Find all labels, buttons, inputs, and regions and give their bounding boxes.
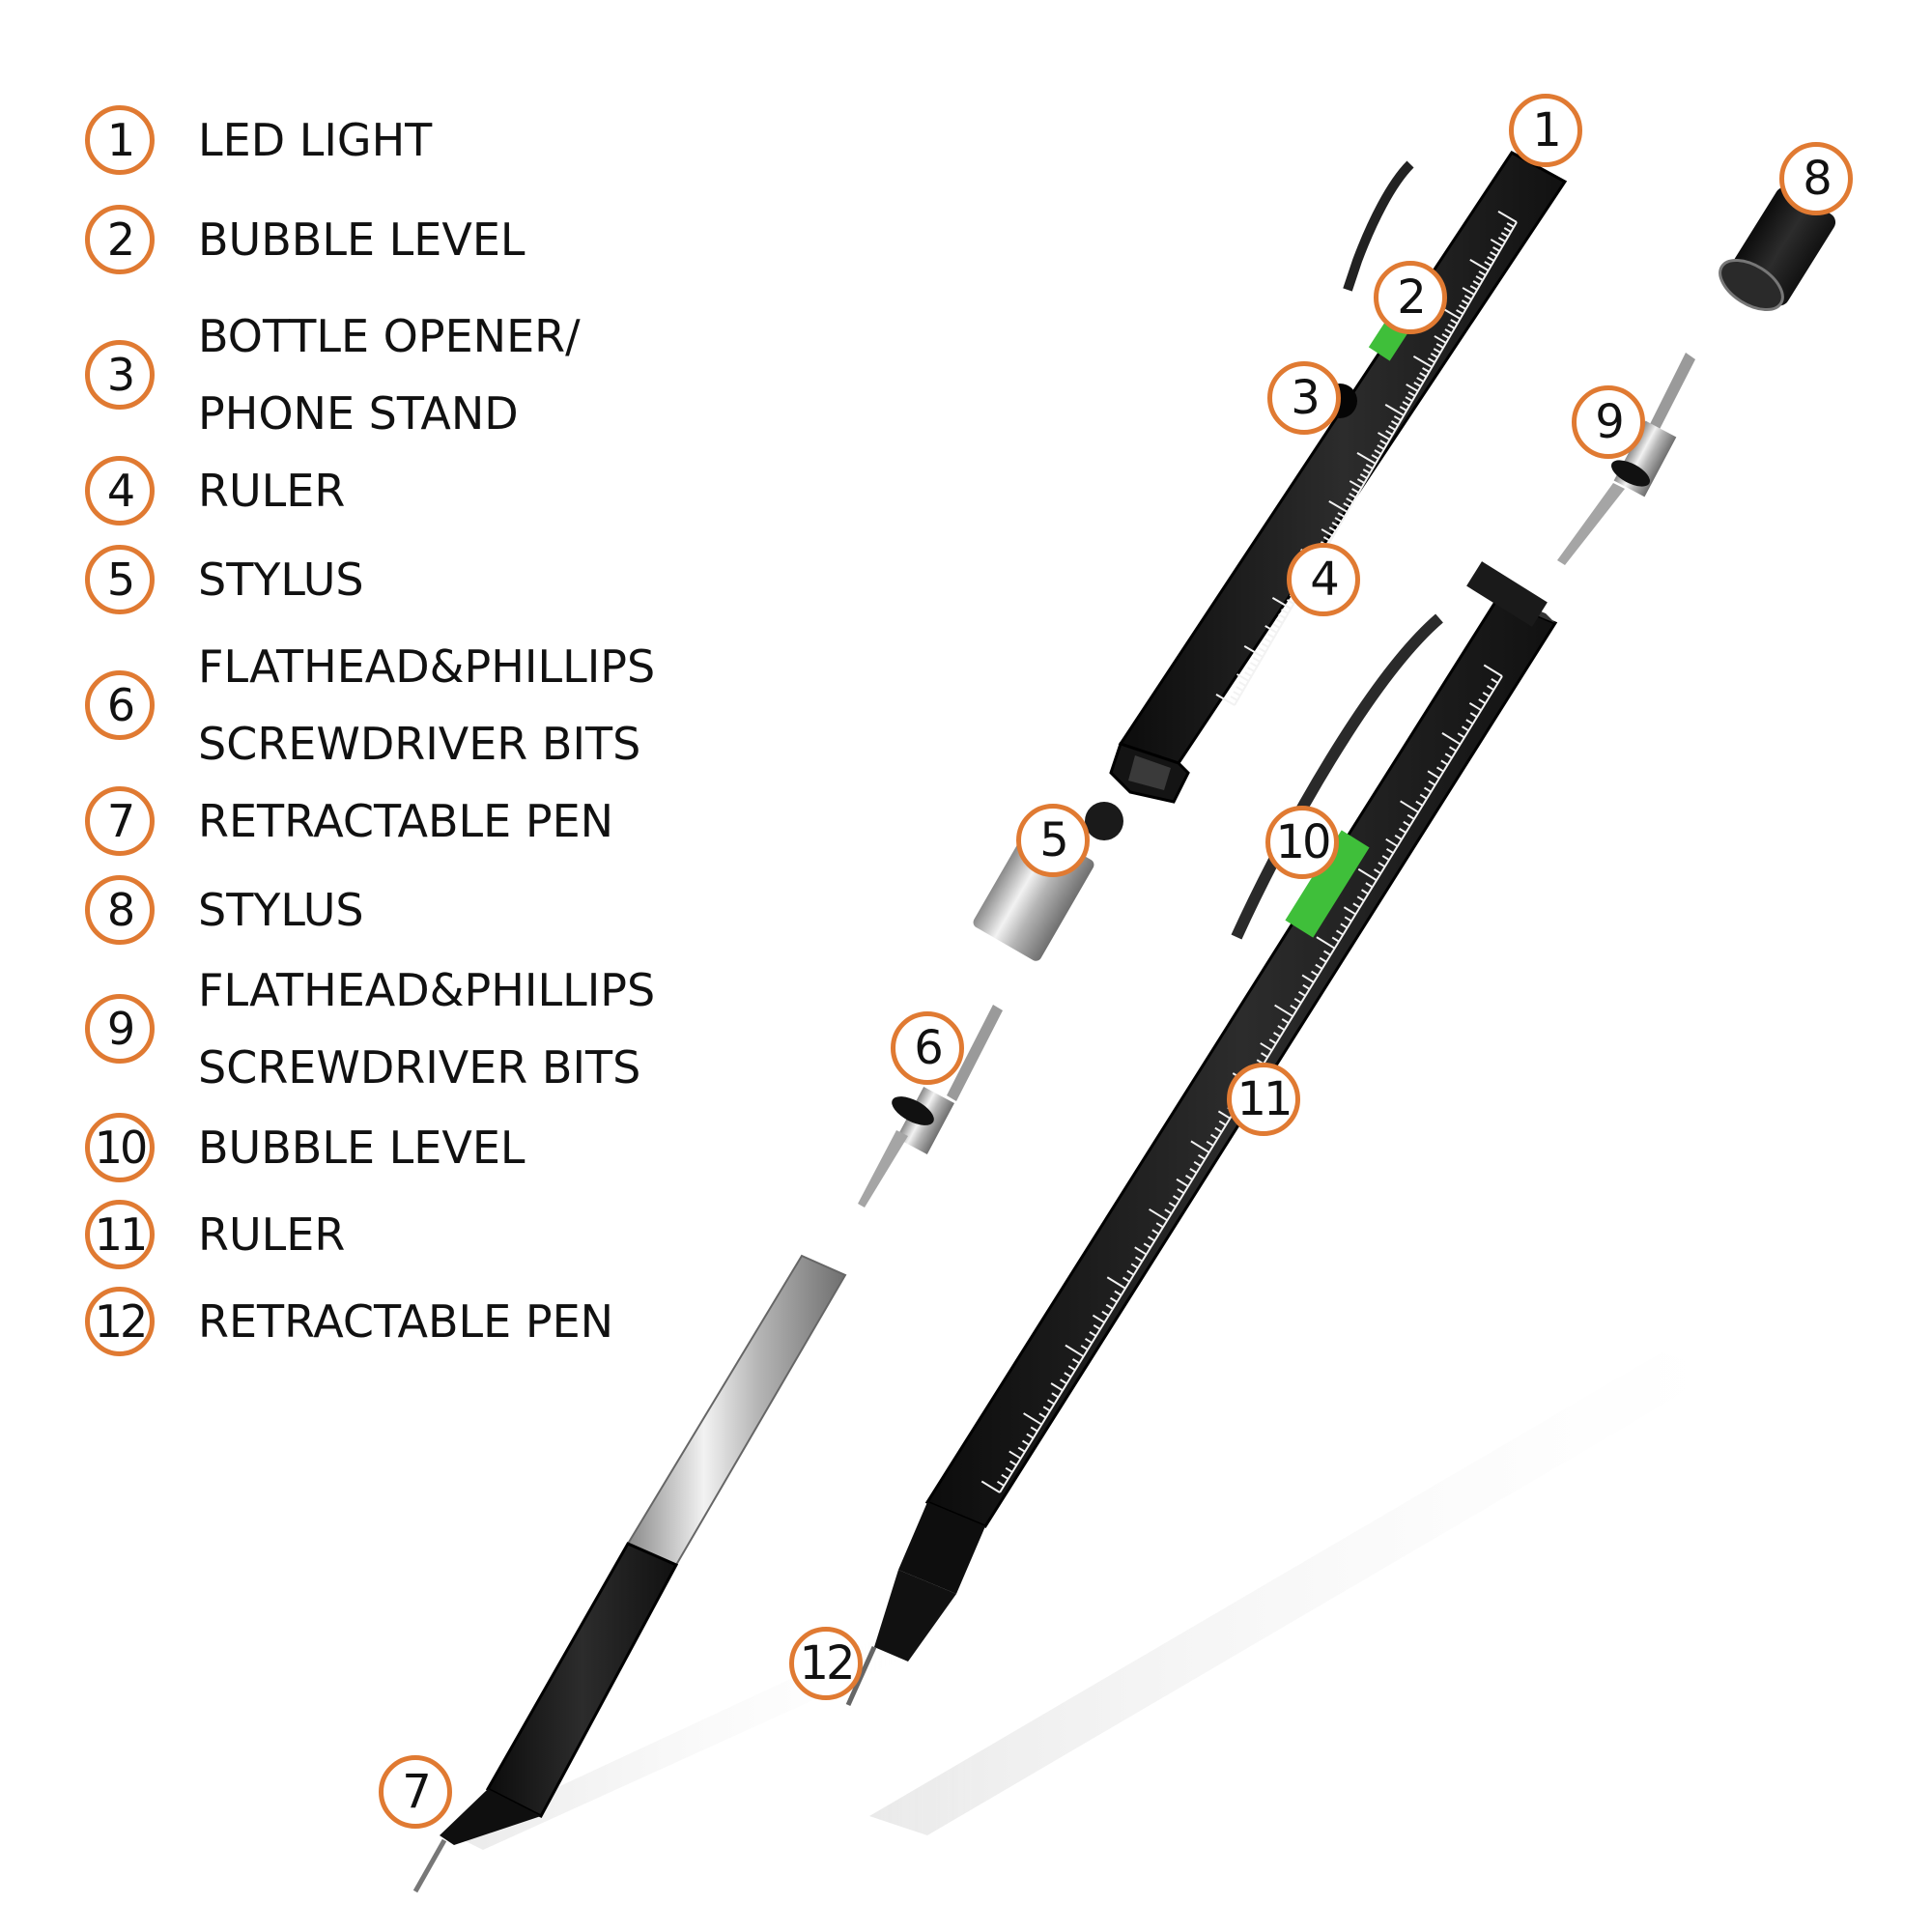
stylus-cap-upper — [1719, 186, 1836, 312]
legend-label-12-line-1: RETRACTABLE PEN — [198, 1295, 614, 1348]
legend-label-7-line-1: RETRACTABLE PEN — [198, 795, 614, 847]
legend-number-8: 8 — [85, 875, 155, 945]
legend-number-3: 3 — [85, 340, 155, 410]
callout-9: 9 — [1572, 385, 1645, 459]
legend-number-11: 11 — [85, 1200, 155, 1269]
callout-11: 11 — [1227, 1063, 1300, 1136]
callout-8: 8 — [1779, 142, 1853, 215]
legend-label-9-line-2: SCREWDRIVER BITS — [198, 1041, 641, 1094]
legend-number-7: 7 — [85, 786, 155, 856]
legend-number-1: 1 — [85, 105, 155, 175]
callout-3: 3 — [1267, 361, 1341, 435]
callout-12: 12 — [789, 1627, 863, 1700]
legend-label-6-line-1: FLATHEAD&PHILLIPS — [198, 640, 656, 693]
legend-number-10: 10 — [85, 1113, 155, 1182]
screwdriver-bit-upper — [1557, 353, 1695, 565]
callout-5: 5 — [1016, 804, 1090, 877]
legend-number-6: 6 — [85, 670, 155, 740]
legend-label-4-line-1: RULER — [198, 465, 346, 517]
pen-refill — [412, 1254, 847, 1893]
callout-10: 10 — [1265, 806, 1339, 879]
legend-label-9-line-1: FLATHEAD&PHILLIPS — [198, 964, 656, 1016]
legend-label-11-line-1: RULER — [198, 1208, 346, 1261]
screwdriver-bit-lower — [858, 1005, 1003, 1208]
legend-label-6-line-2: SCREWDRIVER BITS — [198, 718, 641, 770]
legend-label-8-line-1: STYLUS — [198, 884, 364, 936]
legend-label-10-line-1: BUBBLE LEVEL — [198, 1122, 526, 1174]
bubble-level-lower — [1285, 830, 1370, 938]
legend-number-12: 12 — [85, 1287, 155, 1356]
legend-number-2: 2 — [85, 205, 155, 274]
legend-label-3-line-1: BOTTLE OPENER/ — [198, 310, 581, 362]
callout-2: 2 — [1374, 261, 1447, 334]
legend-number-4: 4 — [85, 456, 155, 526]
legend-label-2-line-1: BUBBLE LEVEL — [198, 213, 526, 266]
callout-4: 4 — [1287, 543, 1360, 616]
callout-7: 7 — [379, 1755, 452, 1829]
main-body — [845, 561, 1558, 1707]
legend-label-3-line-2: PHONE STAND — [198, 387, 519, 440]
legend-label-5-line-1: STYLUS — [198, 554, 364, 606]
legend-label-1-line-1: LED LIGHT — [198, 114, 433, 166]
callout-6: 6 — [891, 1011, 964, 1085]
callout-1: 1 — [1509, 94, 1582, 167]
drop-shadows — [454, 1352, 1719, 1850]
legend-number-9: 9 — [85, 994, 155, 1064]
legend-number-5: 5 — [85, 545, 155, 614]
